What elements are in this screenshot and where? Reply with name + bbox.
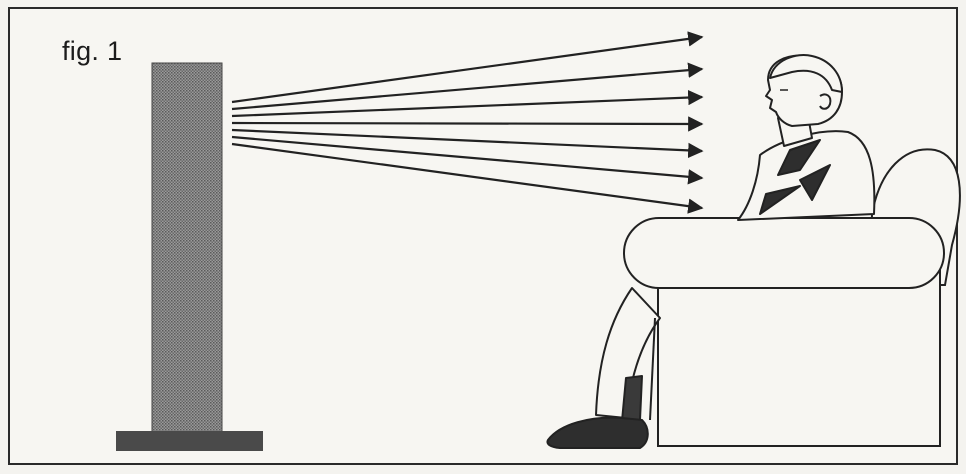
sound-ray [231,142,704,214]
speaker-base [116,431,263,451]
sound-ray [231,31,704,104]
figure-label: fig. 1 [62,36,123,66]
armchair-icon [623,148,961,447]
sound-ray [231,135,704,185]
sound-ray [231,116,704,132]
speaker-column-icon [116,62,263,451]
sound-ray [231,62,704,111]
sound-ray [231,128,704,159]
sound-ray [231,89,704,118]
seated-person-icon [546,54,876,449]
sound-rays [231,31,704,214]
